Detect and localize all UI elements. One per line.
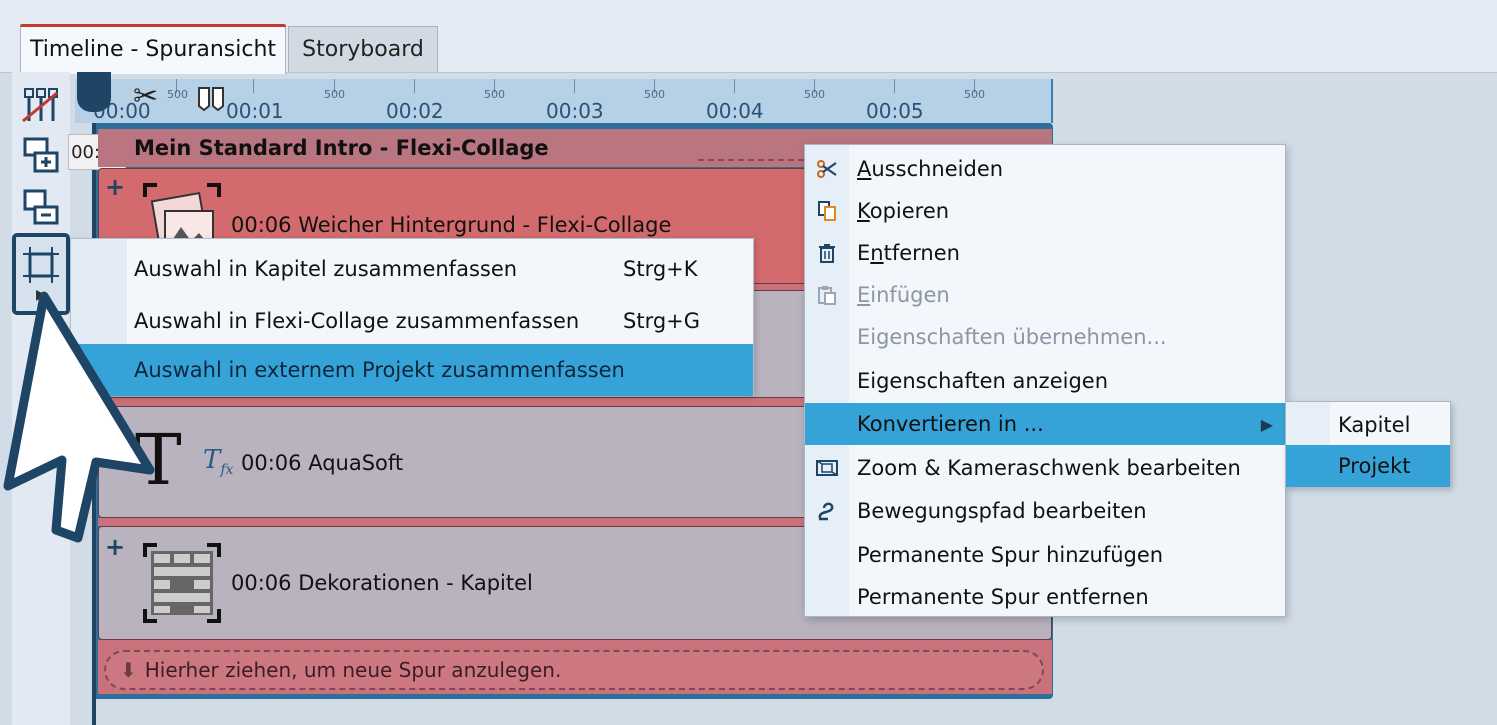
context-menu: Ausschneiden Kopieren Entfernen Einfügen… (804, 144, 1286, 617)
menu-item-shortcut: Strg+K (623, 257, 698, 281)
menu-item-convert-to[interactable]: Konvertieren in ... ▶ (805, 403, 1285, 445)
menu-item-chapter[interactable]: Kapitel (1286, 404, 1450, 446)
ruler-minor-label: 500 (644, 88, 665, 101)
menu-item-label: Konvertieren in ... (857, 412, 1044, 436)
menu-item-label: Permanente Spur hinzufügen (857, 543, 1164, 567)
chapter-title: Mein Standard Intro - Flexi-Collage (134, 136, 549, 160)
playhead-marker[interactable] (77, 72, 111, 112)
mouse-pointer-icon (0, 290, 160, 554)
menu-item-group-flexi-collage[interactable]: Auswahl in Flexi-Collage zusammenfassen … (71, 295, 753, 347)
group-selection-menu: Auswahl in Kapitel zusammenfassen Strg+K… (70, 238, 754, 396)
tab-timeline[interactable]: Timeline - Spuransicht (20, 24, 286, 74)
scissors-icon (815, 157, 839, 181)
chapter-thumbnail-icon (143, 543, 221, 627)
group-selection-button[interactable]: ▶ (12, 233, 70, 315)
menu-item-label: Auswahl in Flexi-Collage zusammenfassen (134, 309, 580, 333)
menu-item-motion-path[interactable]: Bewegungspfad bearbeiten (805, 490, 1285, 532)
menu-item-label: Einfügen (857, 283, 950, 307)
menu-item-label: Kopieren (857, 199, 950, 223)
menu-item-label: Auswahl in externem Projekt zusammenfass… (134, 358, 625, 382)
track-separator (98, 518, 1052, 526)
remove-track-icon[interactable] (12, 178, 70, 236)
menu-item-remove-permanent-track[interactable]: Permanente Spur entfernen (805, 576, 1285, 618)
tab-storyboard[interactable]: Storyboard (288, 26, 438, 72)
track-title: 00:06 AquaSoft (241, 451, 404, 475)
paste-icon (815, 283, 839, 307)
ruler-minor-label: 500 (167, 88, 188, 101)
expand-plus-icon[interactable]: + (105, 533, 126, 561)
ruler-label: 00:04 (706, 99, 764, 123)
ruler-minor-label: 500 (804, 88, 825, 101)
menu-item-label: Bewegungspfad bearbeiten (857, 499, 1147, 523)
ruler-label: 00:01 (226, 99, 284, 123)
trash-icon (815, 241, 839, 265)
motion-path-icon (815, 499, 839, 523)
menu-item-label: Zoom & Kameraschwenk bearbeiten (857, 456, 1241, 480)
submenu-arrow-icon: ▶ (1260, 414, 1273, 434)
add-track-icon[interactable] (12, 126, 70, 184)
menu-item-label: Permanente Spur entfernen (857, 585, 1149, 609)
scissors-marker-icon[interactable]: ✂ (133, 79, 159, 114)
menu-item-paste[interactable]: Einfügen (805, 274, 1285, 316)
menu-item-label: Auswahl in Kapitel zusammenfassen (134, 257, 518, 281)
drop-zone[interactable]: ⬇ Hierher ziehen, um neue Spur anzulegen… (104, 650, 1044, 690)
down-arrow-icon: ⬇ (120, 658, 137, 682)
text-effect-icon: Tfx (203, 445, 234, 479)
menu-item-label: Ausschneiden (857, 157, 1004, 181)
menu-item-add-permanent-track[interactable]: Permanente Spur hinzufügen (805, 534, 1285, 576)
menu-item-label: Projekt (1338, 454, 1411, 478)
menu-item-label: Eigenschaften anzeigen (857, 369, 1109, 393)
track-title: 00:06 Weicher Hintergrund - Flexi-Collag… (231, 213, 672, 237)
ruler-minor-label: 500 (964, 88, 985, 101)
menu-item-apply-properties[interactable]: Eigenschaften übernehmen... (805, 316, 1285, 358)
zoom-camera-icon (815, 456, 839, 480)
drop-zone-label: Hierher ziehen, um neue Spur anzulegen. (144, 658, 562, 682)
ruler-label: 00:02 (386, 99, 444, 123)
split-marker-icon[interactable] (196, 86, 226, 116)
menu-item-zoom-pan[interactable]: Zoom & Kameraschwenk bearbeiten (805, 447, 1285, 489)
menu-item-group-chapter[interactable]: Auswahl in Kapitel zusammenfassen Strg+K (71, 243, 753, 295)
menu-item-label: Kapitel (1338, 413, 1411, 437)
menu-item-label: Entfernen (857, 241, 960, 265)
menu-item-cut[interactable]: Ausschneiden (805, 148, 1285, 190)
menu-item-group-external-project[interactable]: Auswahl in externem Projekt zusammenfass… (71, 344, 753, 396)
track-title: 00:06 Dekorationen - Kapitel (231, 571, 533, 595)
time-ruler[interactable]: 00:00 00:01 00:02 00:03 00:04 00:05 500 … (75, 79, 1053, 123)
menu-item-project[interactable]: Projekt (1286, 445, 1450, 487)
ruler-label: 00:03 (546, 99, 604, 123)
ruler-minor-label: 500 (324, 88, 345, 101)
menu-item-label: Eigenschaften übernehmen... (857, 325, 1167, 349)
menu-item-copy[interactable]: Kopieren (805, 190, 1285, 232)
menu-item-shortcut: Strg+G (623, 309, 701, 333)
convert-submenu: Kapitel Projekt (1285, 401, 1451, 487)
ruler-label: 00:05 (866, 99, 924, 123)
menu-item-delete[interactable]: Entfernen (805, 232, 1285, 274)
track-separator (98, 398, 1052, 406)
expand-plus-icon[interactable]: + (105, 173, 126, 201)
toggle-tracks-icon[interactable] (12, 76, 70, 134)
ruler-minor-label: 500 (484, 88, 505, 101)
menu-item-show-properties[interactable]: Eigenschaften anzeigen (805, 360, 1285, 402)
copy-icon (815, 199, 839, 223)
